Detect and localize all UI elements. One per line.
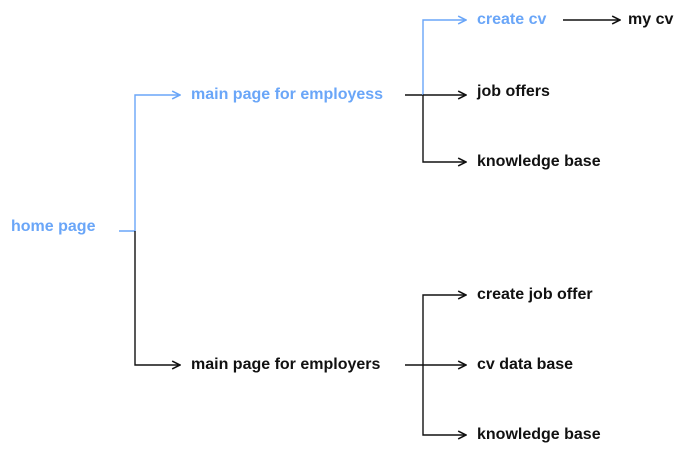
connector-employers-to-knowledge-base <box>422 365 466 435</box>
node-job-offers: job offers <box>477 83 550 100</box>
node-knowledge-base-employees: knowledge base <box>477 153 601 170</box>
node-cv-data-base: cv data base <box>477 356 574 373</box>
node-main-page-for-employers: main page for employers <box>191 356 381 373</box>
node-main-page-for-employees: main page for employess <box>191 86 384 103</box>
connector-employees-to-create-cv <box>422 20 466 95</box>
connector-home-to-employees <box>119 95 180 232</box>
connector-employers-to-create-job-offer <box>422 295 466 365</box>
node-knowledge-base-employers: knowledge base <box>477 426 601 443</box>
connector-home-to-employers <box>134 231 180 365</box>
node-create-cv: create cv <box>477 11 547 28</box>
node-create-job-offer: create job offer <box>477 286 593 303</box>
connector-employees-to-knowledge-base <box>422 95 466 162</box>
node-my-cv: my cv <box>628 11 674 28</box>
node-home-page: home page <box>11 218 96 235</box>
